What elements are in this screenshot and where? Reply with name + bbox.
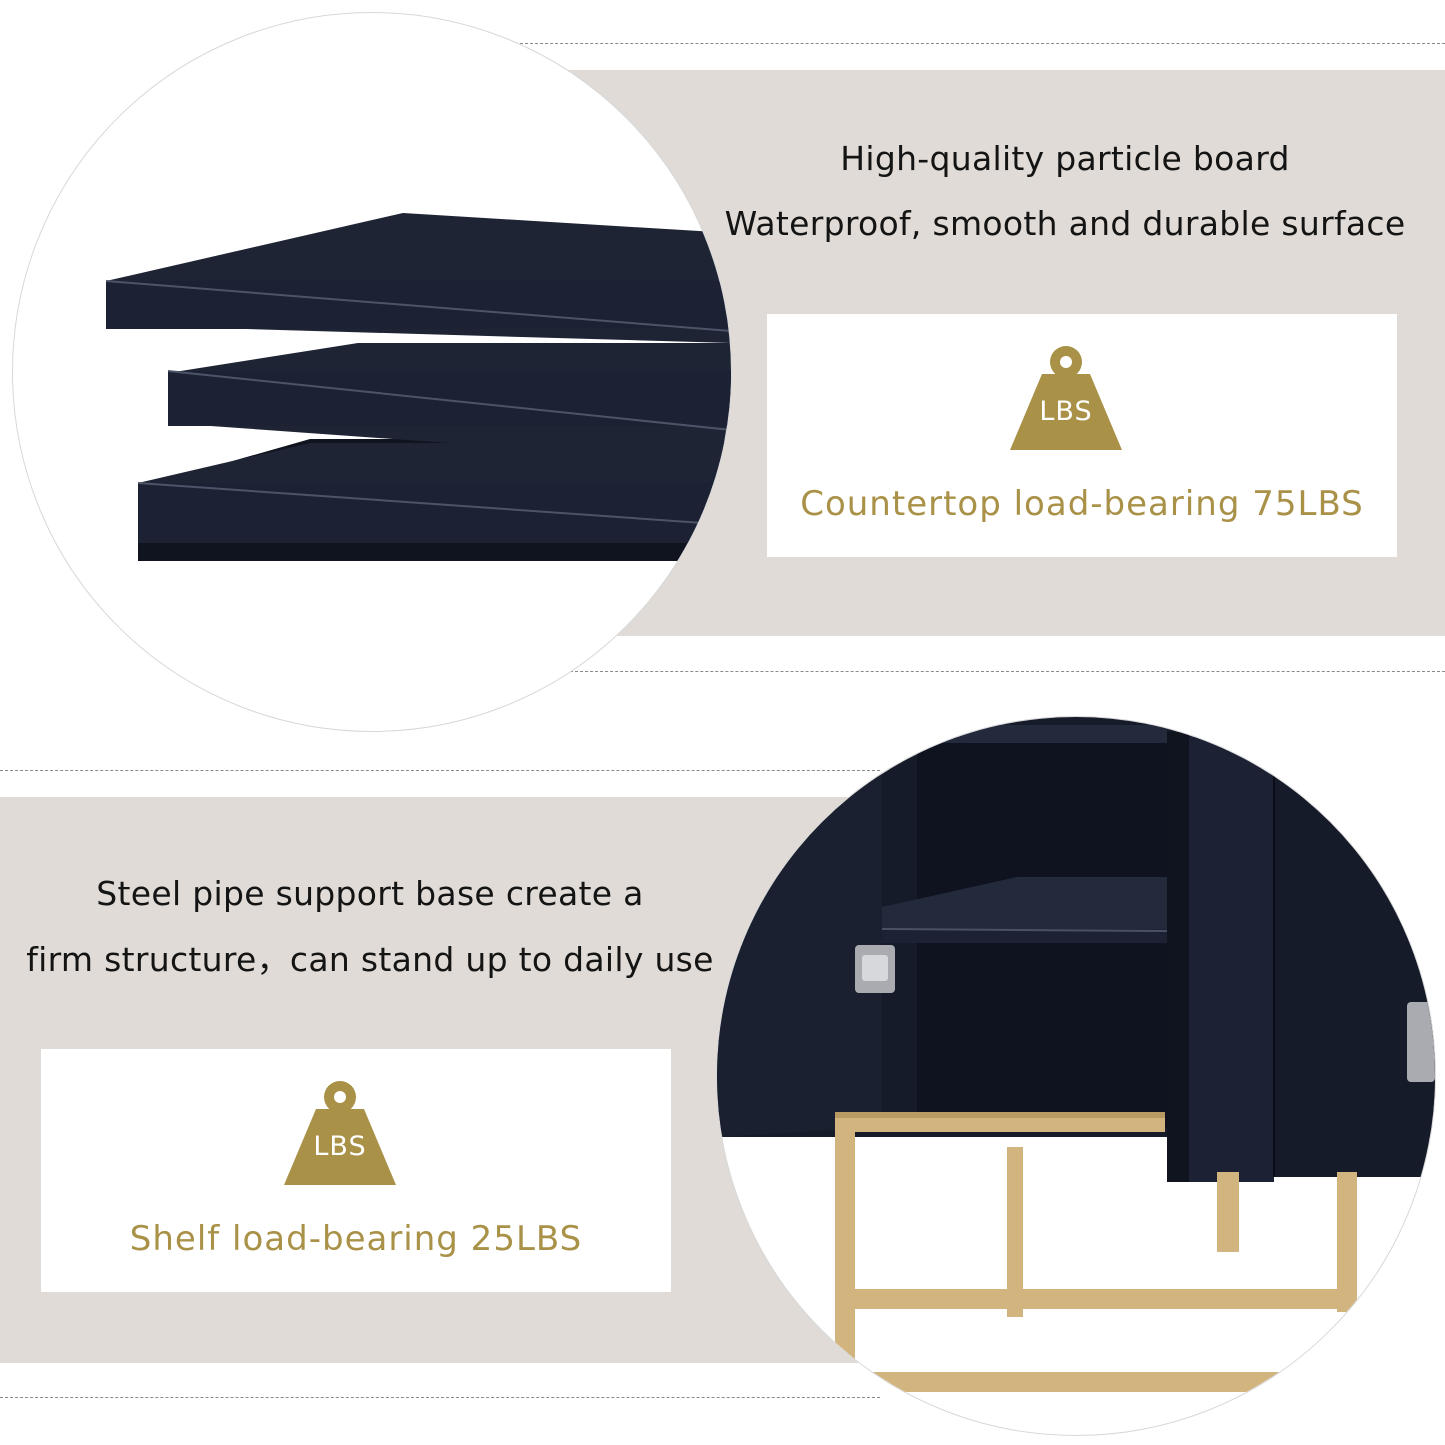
bottom-divider-upper [0,770,880,771]
bottom-divider-lower [0,1397,880,1398]
countertop-load-text: Countertop load-bearing 75LBS [800,484,1364,524]
cabinet-base-photo [716,716,1436,1436]
weight-icon-label: LBS [313,1131,367,1162]
countertop-load-card: LBS Countertop load-bearing 75LBS [767,314,1397,557]
cabinet-steel-frame-image [717,717,1435,1432]
top-divider-lower [570,671,1445,672]
particle-board-stack-image [105,213,731,561]
weight-icon: LBS [284,1079,396,1187]
shelf-load-card: LBS Shelf load-bearing 25LBS [41,1049,671,1292]
top-heading-line2: Waterproof, smooth and durable surface [724,204,1406,243]
bottom-heading-line1: Steel pipe support base create a [96,874,644,913]
bottom-heading-line2: firm structure，can stand up to daily use [26,940,714,979]
shelf-load-text: Shelf load-bearing 25LBS [129,1219,583,1259]
top-divider-upper [505,43,1445,44]
particle-board-photo [12,12,732,732]
weight-icon: LBS [1010,344,1122,452]
weight-icon-label: LBS [1039,396,1093,427]
top-heading-line1: High-quality particle board [840,139,1290,178]
